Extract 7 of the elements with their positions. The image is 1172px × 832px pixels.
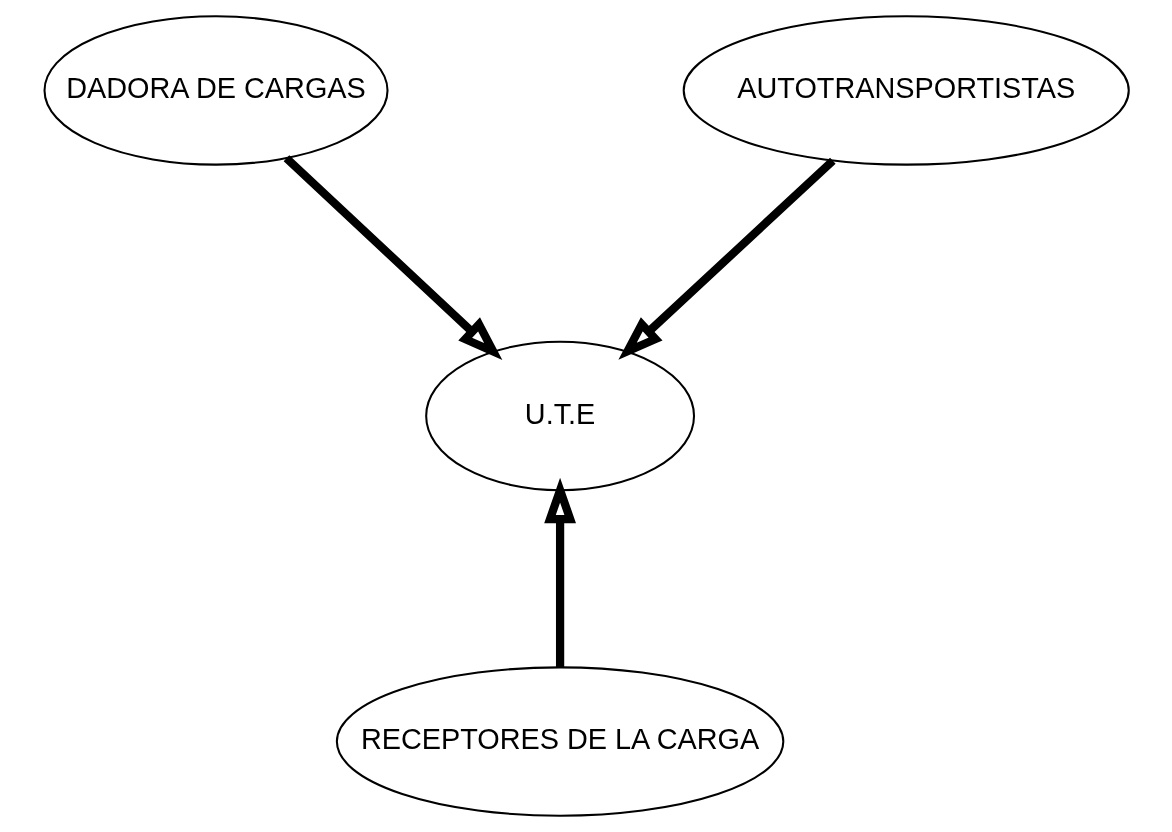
arrow	[283, 155, 502, 360]
node-ellipse: RECEPTORES DE LA CARGA	[335, 666, 784, 817]
node-ellipse: AUTOTRANSPORTISTAS	[682, 15, 1130, 166]
node-ellipse: DADORA DE CARGAS	[43, 15, 389, 166]
arrow	[617, 157, 836, 360]
arrow	[543, 477, 576, 668]
node-ellipse: U.T.E	[424, 340, 695, 492]
